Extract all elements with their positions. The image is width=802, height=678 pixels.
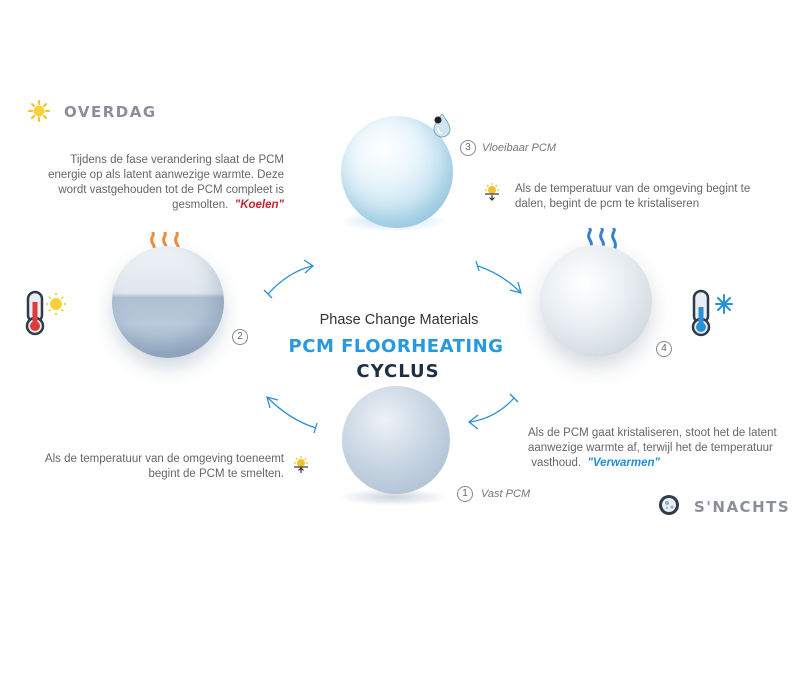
center-subtitle: Phase Change Materials — [319, 312, 479, 328]
koelen-highlight: "Koelen" — [234, 199, 284, 211]
moon-icon — [658, 494, 680, 516]
bottom-left-text: Als de temperatuur van de omgeving toene… — [44, 453, 284, 480]
step-4-number: 4 — [656, 341, 672, 357]
step-1-number: 1 — [457, 486, 473, 502]
step-1-label: Vast PCM — [481, 488, 531, 500]
thermometer-cold-icon — [690, 289, 736, 337]
center-title-cyclus: CYCLUS — [356, 361, 440, 382]
liquid-pcm-sphere — [341, 116, 453, 228]
melting-pcm-sphere — [112, 246, 224, 358]
sunrise-icon — [293, 456, 309, 474]
center-title: PCM FLOORHEATING — [288, 336, 504, 357]
solid-sphere-shadow — [338, 488, 448, 506]
thermometer-hot-icon — [24, 290, 68, 336]
sun-icon — [28, 100, 50, 122]
sunset-icon — [484, 183, 500, 201]
step-2-number: 2 — [232, 329, 248, 345]
crystallizing-pcm-sphere — [540, 245, 652, 357]
step-3-label: Vloeibaar PCM — [482, 142, 556, 154]
top-right-text: Als de temperatuur van de omgeving begin… — [515, 183, 751, 210]
bottom-right-text: Als de PCM gaat kristaliseren, stoot het… — [528, 427, 777, 469]
top-left-text: Tijdens de fase verandering slaat de PCM… — [48, 154, 284, 211]
solid-pcm-sphere — [342, 386, 450, 494]
step-3-number: 3 — [460, 140, 476, 156]
verwarmen-highlight: "Verwarmen" — [587, 457, 660, 469]
snachts-label: S'NACHTS — [694, 498, 791, 516]
overdag-label: OVERDAG — [64, 103, 157, 121]
water-drop-icon — [432, 112, 452, 138]
